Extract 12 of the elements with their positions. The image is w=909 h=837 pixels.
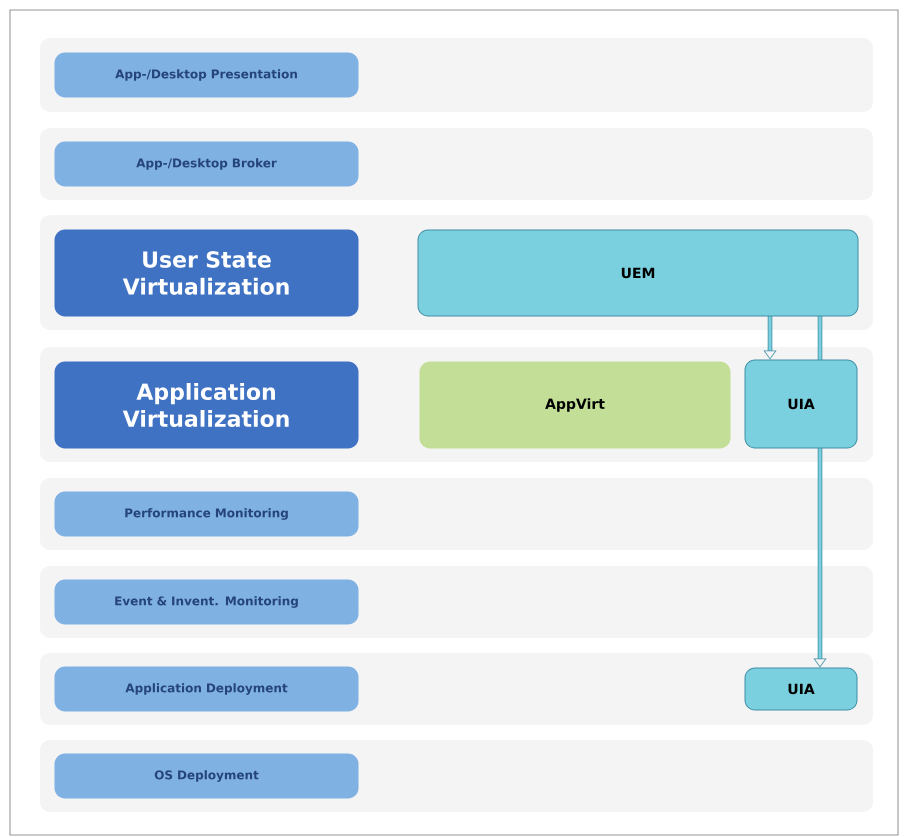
layer-title-box: User State Virtualization	[54, 230, 358, 316]
label-pill: Performance Monitoring	[54, 492, 358, 536]
component-box: UEM	[418, 230, 859, 316]
component-box: UIA	[744, 360, 858, 448]
component-box: UIA	[744, 668, 858, 710]
label-pill: OS Deployment	[54, 754, 358, 798]
label-pill: App-/Desktop Presentation	[54, 52, 358, 98]
label-pill: Event & Invent. Monitoring	[54, 580, 358, 624]
component-box: AppVirt	[420, 362, 730, 448]
label-pill: Application Deployment	[54, 666, 358, 712]
label-pill: App-/Desktop Broker	[54, 142, 358, 186]
layer-title-box: Application Virtualization	[54, 362, 358, 448]
